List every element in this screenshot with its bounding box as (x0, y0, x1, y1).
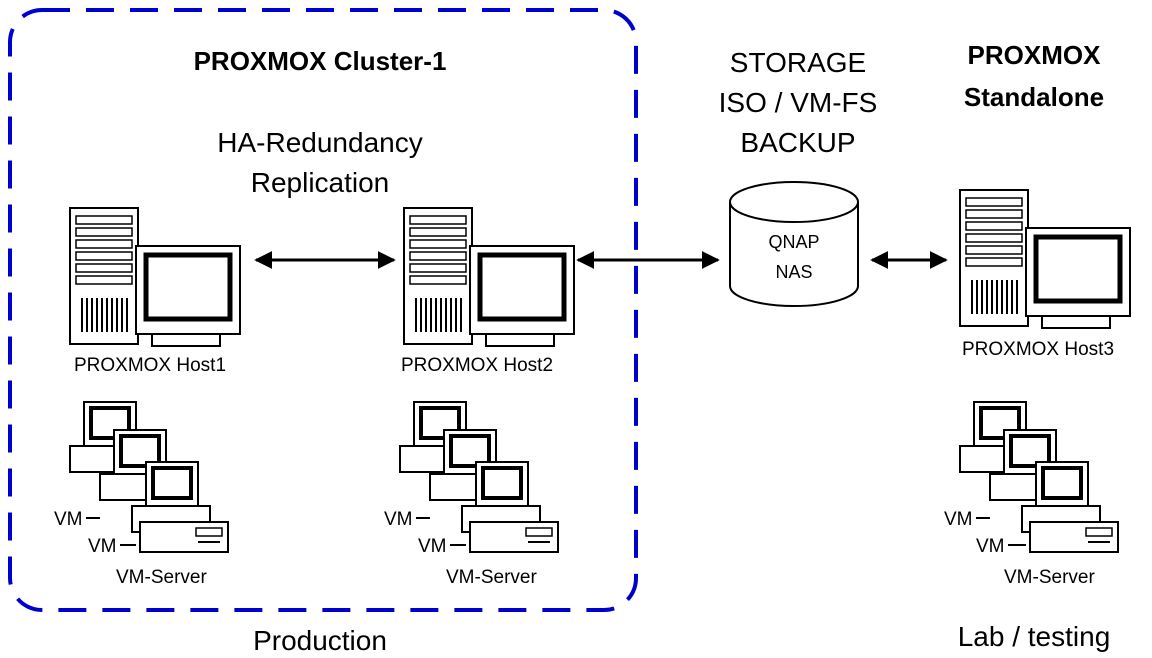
vm-server-label: VM-Server (116, 567, 207, 588)
host-label: PROXMOX Host2 (401, 355, 553, 376)
vm-label: VM (976, 536, 1005, 557)
storage-line-2: ISO / VM-FS (719, 87, 878, 118)
vm-group-2-labels: VM VM VM-Server (384, 509, 537, 588)
vm-server-label: VM-Server (446, 567, 537, 588)
vm-group-1-labels: VM VM VM-Server (54, 509, 207, 588)
stacked-computers-icon (960, 402, 1118, 552)
server-tower-with-monitor-icon (960, 190, 1130, 328)
vm-label: VM (88, 536, 117, 557)
host-label: PROXMOX Host3 (962, 339, 1114, 360)
standalone-title-2: Standalone (964, 82, 1104, 112)
vm-label: VM (418, 536, 447, 557)
cluster-title: PROXMOX Cluster-1 (194, 46, 447, 76)
nas-label-1: QNAP (768, 232, 819, 252)
storage-line-3: BACKUP (740, 127, 855, 158)
storage-cylinder-icon (729, 181, 859, 307)
cluster-footer: Production (253, 625, 387, 656)
vm-label: VM (54, 509, 83, 530)
cluster-feature-ha: HA-Redundancy (217, 127, 422, 158)
host-label: PROXMOX Host1 (74, 355, 226, 376)
cluster-feature-replication: Replication (251, 167, 390, 198)
nas-label-2: NAS (775, 262, 812, 282)
vm-label: VM (384, 509, 413, 530)
stacked-computers-icon (400, 402, 558, 552)
storage-line-1: STORAGE (730, 47, 866, 78)
vm-group-3-labels: VM VM VM-Server (944, 509, 1095, 588)
vm-server-label: VM-Server (1004, 567, 1095, 588)
vm-label: VM (944, 509, 973, 530)
server-tower-with-monitor-icon (404, 208, 574, 346)
standalone-footer: Lab / testing (958, 621, 1111, 652)
standalone-title-1: PROXMOX (968, 40, 1102, 70)
stacked-computers-icon (70, 402, 228, 552)
cluster-boundary (8, 8, 638, 612)
server-tower-with-monitor-icon (70, 208, 240, 346)
